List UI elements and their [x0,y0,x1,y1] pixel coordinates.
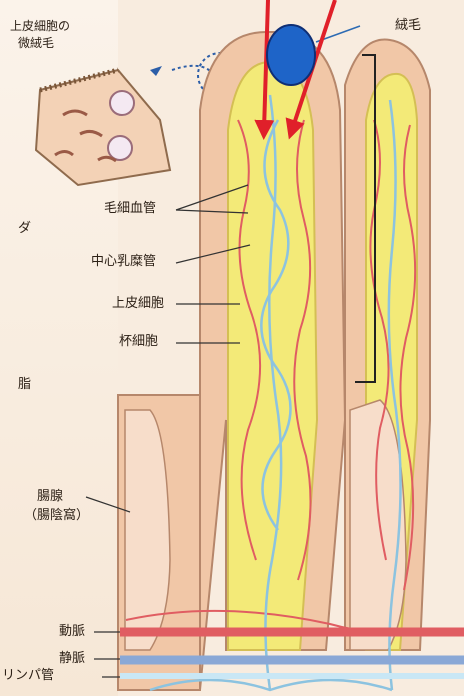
label-vein: 静脈 [59,651,85,667]
label-goblet-cell: 杯細胞 [119,334,158,350]
label-central-lacteal: 中心乳糜管 [91,254,156,270]
label-epithelial-microvilli-line2: 微絨毛 [18,35,54,51]
label-crypt-line2: （腸陰窩） [24,508,89,524]
label-capillary: 毛細血管 [104,201,156,217]
blue-marker-ellipse [267,25,315,85]
left-fragment-1: ダ [18,221,31,237]
label-villus: 絨毛 [395,18,421,34]
label-epithelial-cell: 上皮細胞 [112,296,164,312]
label-artery: 動脈 [59,624,85,640]
label-lymph-vessel: リンパ管 [2,668,54,684]
label-epithelial-microvilli-line1: 上皮細胞の [10,18,70,34]
label-crypt-line1: 腸腺 [37,489,63,505]
left-fragment-2: 脂 [18,377,31,393]
